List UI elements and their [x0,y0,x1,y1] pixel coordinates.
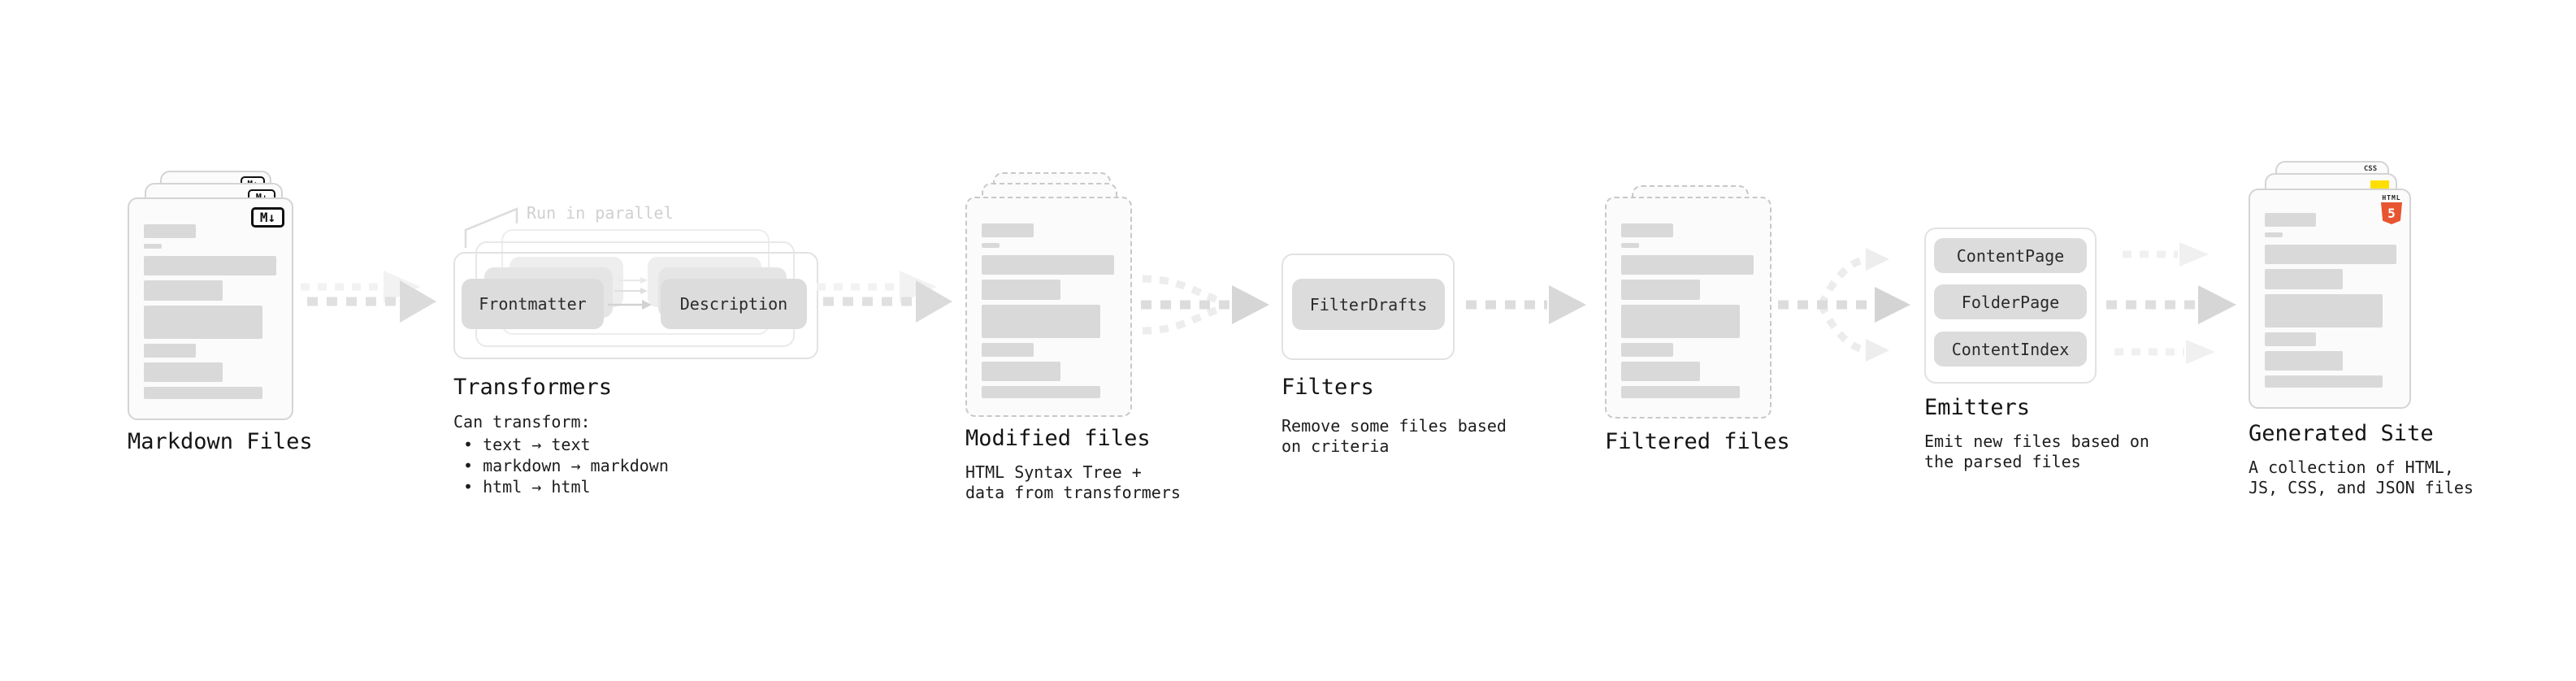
css-icon-label: CSS [2363,165,2378,173]
text-line-placeholder [982,280,1060,300]
text-line-placeholder [144,362,223,382]
text-line-placeholder [982,223,1034,237]
text-line-placeholder [2265,375,2383,388]
text-line-placeholder [2265,245,2396,264]
text-line-placeholder [2265,269,2343,289]
ghost-arrow-icon [2123,242,2209,267]
flow-arrow-modified-to-filters-merge [1141,275,1269,335]
transformers-desc-heading: Can transform: [453,412,591,432]
text-line-placeholder [144,306,262,339]
text-line-placeholder [1621,386,1740,398]
text-line-placeholder [144,387,262,399]
run-in-parallel-leader-line [464,207,518,248]
text-line-placeholder [982,362,1060,381]
filters-desc: Remove some files based [1281,416,1507,436]
text-line-placeholder [982,386,1100,398]
markdown-files-label: Markdown Files [128,429,313,454]
frontmatter-pill: Frontmatter [462,279,604,329]
text-line-placeholder [1621,280,1700,300]
filtered-file-card-front [1605,197,1772,419]
text-line-placeholder [982,305,1100,338]
emitters-title: Emitters [1924,395,2031,420]
folderpage-pill: FolderPage [1934,284,2087,319]
arrow-icon [307,280,436,323]
arrow-icon [823,280,952,323]
contentpage-pill: ContentPage [1934,238,2087,273]
emitters-desc: Emit new files based on [1924,432,2149,451]
markdown-file-card-front: M↓ [128,197,293,420]
description-pill: Description [661,279,807,329]
text-line-placeholder [2265,232,2283,237]
modified-files-desc: data from transformers [965,483,1181,502]
text-line-placeholder [982,343,1034,357]
transformers-bullet: • markdown → markdown [463,456,669,475]
emitters-desc: the parsed files [1924,452,2081,471]
flow-arrow-transformers-to-modified [817,271,952,323]
modified-files-label: Modified files [965,426,1151,451]
text-line-placeholder [1621,343,1673,357]
html5-icon-number: 5 [2387,206,2396,221]
js-icon [2370,180,2389,190]
transformer-inner-arrows-icon [608,277,652,310]
ghost-arrow-icon [2114,340,2215,364]
filters-desc: on criteria [1281,436,1390,456]
filterdrafts-pill: FilterDrafts [1292,279,1445,330]
generated-site-desc: A collection of HTML, [2249,458,2454,477]
generated-file-card-front: HTML 5 [2249,189,2411,409]
modified-file-card-front [965,197,1132,417]
text-line-placeholder [144,344,196,358]
text-line-placeholder [1621,243,1639,248]
text-line-placeholder [2265,332,2316,346]
run-in-parallel-note: Run in parallel [527,203,674,223]
contentindex-pill: ContentIndex [1934,332,2087,367]
generated-site-label: Generated Site [2249,421,2434,446]
html5-icon-shield: 5 [2381,202,2402,224]
text-line-placeholder [2265,294,2383,327]
transformers-title: Transformers [453,375,613,400]
html5-icon: HTML 5 [2381,195,2402,224]
flow-arrows-emitters-to-generated [2106,242,2236,364]
text-line-placeholder [1621,362,1700,381]
transformers-bullet: • html → html [463,477,591,497]
filtered-files-label: Filtered files [1605,429,1790,454]
text-line-placeholder [144,256,276,275]
text-line-placeholder [2265,213,2316,227]
text-line-placeholder [144,280,223,301]
html5-icon-label: HTML [2382,194,2401,202]
flow-arrow-markdown-to-transformers [301,271,436,323]
text-line-placeholder [2265,351,2343,371]
flow-arrow-filters-to-filtered [1466,285,1586,324]
text-line-placeholder [144,224,196,238]
transformer-group-box-front [453,252,818,359]
text-line-placeholder [982,243,1000,248]
generated-site-desc: JS, CSS, and JSON files [2249,478,2474,497]
text-line-placeholder [1621,223,1673,237]
markdown-icon: M↓ [251,207,284,228]
flow-arrow-filtered-to-emitters-fan [1778,248,1910,362]
text-line-placeholder [144,244,162,249]
modified-files-desc: HTML Syntax Tree + [965,462,1142,482]
filters-title: Filters [1281,375,1374,400]
arrow-icon [2106,285,2236,324]
transformers-bullet: • text → text [463,435,591,454]
text-line-placeholder [1621,305,1740,338]
text-line-placeholder [1621,255,1754,275]
text-line-placeholder [982,255,1114,275]
